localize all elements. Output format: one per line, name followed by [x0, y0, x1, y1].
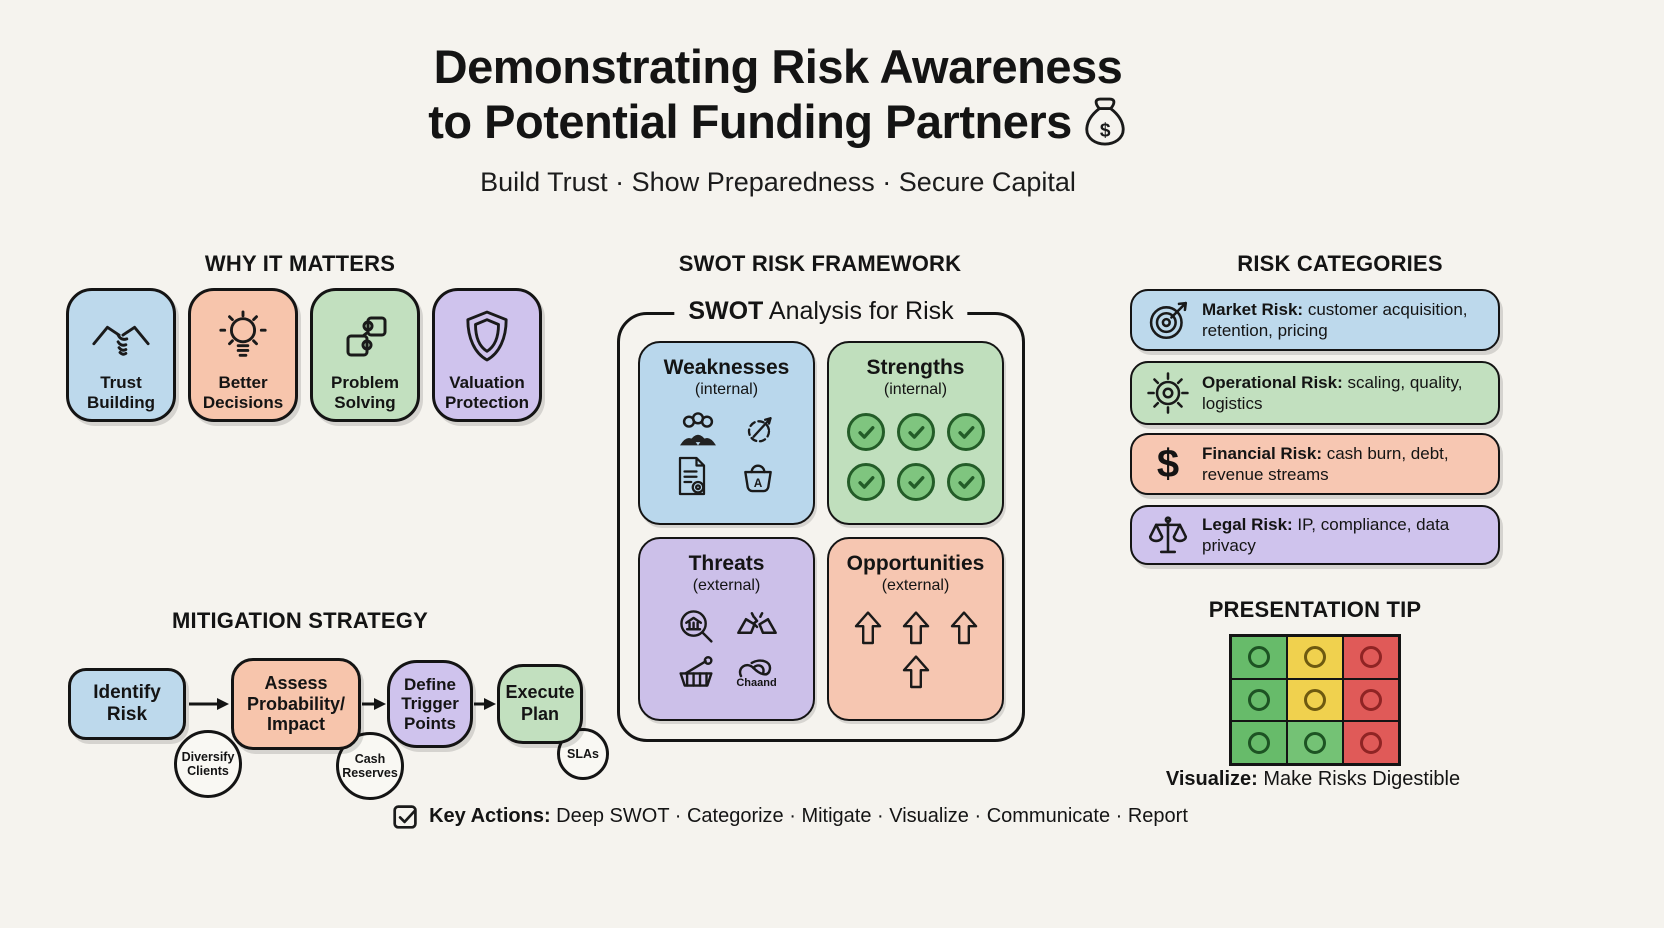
card-label: Better Decisions	[202, 373, 284, 413]
matrix-dot-icon	[1360, 646, 1382, 669]
presentation-tip-heading: PRESENTATION TIP	[1208, 597, 1422, 622]
why-it-matters-cards: Trust Building Better Decisions	[66, 288, 542, 422]
risk-matrix-cell	[1287, 678, 1343, 722]
page-title-line1: Demonstrating Risk Awareness	[433, 40, 1123, 93]
dollar-icon: $	[1156, 442, 1180, 486]
flow-arrow-icon	[362, 698, 386, 710]
strength-check-badges	[829, 413, 1002, 502]
risk-matrix-cell	[1343, 636, 1399, 679]
risk-matrix-cell	[1287, 636, 1343, 679]
check-badge-icon	[946, 413, 985, 452]
risk-matrix-cell	[1231, 636, 1287, 679]
basket-icon	[675, 653, 717, 689]
card-trust-building: Trust Building	[66, 288, 176, 422]
page-subtitle: Build Trust · Show Preparedness · Secure…	[480, 167, 1076, 198]
flow-arrow-icon	[189, 698, 229, 710]
burst-pencil-icon	[739, 409, 779, 449]
swot-quadrant-threats: Threats (external)	[638, 537, 815, 721]
header: Demonstrating Risk Awareness to Potentia…	[0, 40, 1556, 198]
team-icon	[675, 411, 721, 447]
risk-category-operational: Operational Risk: scaling, quality, logi…	[1130, 361, 1500, 425]
bank-magnifier-icon	[675, 605, 717, 647]
mitigation-heading: MITIGATION STRATEGY	[172, 608, 428, 633]
matrix-dot-icon	[1248, 688, 1270, 711]
card-label: Valuation Protection	[444, 373, 530, 413]
threat-icon-label: Chaand	[736, 677, 777, 690]
check-badge-icon	[896, 463, 935, 502]
risk-category-financial: $ Financial Risk: cash burn, debt, reven…	[1130, 433, 1500, 495]
matrix-dot-icon	[1248, 731, 1270, 754]
document-icon	[675, 455, 721, 497]
swot-analysis-box: SWOT Analysis for Risk Weaknesses (inter…	[617, 297, 1025, 742]
matrix-dot-icon	[1360, 731, 1382, 754]
shield-icon	[464, 307, 510, 365]
check-badge-icon	[846, 463, 885, 502]
risk-category-text: Operational Risk: scaling, quality, logi…	[1202, 372, 1463, 413]
card-better-decisions: Better Decisions	[188, 288, 298, 422]
money-bag-icon: $	[1085, 97, 1125, 146]
matrix-dot-icon	[1304, 688, 1326, 711]
swot-quadrant-opportunities: Opportunities (external)	[827, 537, 1004, 721]
checkbox-icon	[393, 805, 417, 829]
card-label: Trust Building	[87, 373, 155, 413]
up-arrow-icon	[902, 611, 929, 645]
target-icon	[1146, 298, 1190, 342]
matrix-caption: Visualize: Make Risks Digestible	[1165, 768, 1461, 790]
check-badge-icon	[846, 413, 885, 452]
matrix-dot-icon	[1360, 688, 1382, 711]
risk-matrix-cell	[1343, 678, 1399, 722]
swot-quadrant-strengths: Strengths (internal)	[827, 341, 1004, 525]
risk-matrix-cell	[1231, 678, 1287, 722]
matrix-dot-icon	[1304, 646, 1326, 669]
matrix-dot-icon	[1248, 646, 1270, 669]
risk-matrix-cell	[1343, 721, 1399, 764]
risk-matrix-cell	[1287, 721, 1343, 764]
handshake-icon	[90, 307, 152, 365]
opportunity-arrows	[829, 609, 1002, 645]
matrix-dot-icon	[1304, 731, 1326, 754]
card-valuation-protection: Valuation Protection	[432, 288, 542, 422]
why-it-matters-heading: WHY IT MATTERS	[204, 251, 396, 276]
up-arrow-icon	[950, 611, 977, 645]
scales-icon	[1146, 514, 1190, 556]
card-label: Problem Solving	[330, 373, 400, 413]
up-arrow-icon	[854, 611, 881, 645]
risk-matrix-cell	[1231, 721, 1287, 764]
risk-category-market: Market Risk: customer acquisition, reten…	[1130, 289, 1500, 351]
risk-category-text: Market Risk: customer acquisition, reten…	[1202, 299, 1468, 340]
check-badge-icon	[896, 413, 935, 452]
up-arrow-icon	[902, 655, 929, 689]
swot-box-title: SWOT Analysis for Risk	[674, 297, 968, 326]
swot-quadrant-weaknesses: Weaknesses (internal)	[638, 341, 815, 525]
gear-icon	[1146, 371, 1190, 415]
broken-handshake-icon	[735, 609, 779, 643]
key-actions-bar: Key Actions: Deep SWOT · Categorize · Mi…	[190, 803, 1390, 830]
puzzle-icon	[339, 307, 391, 365]
flow-arrow-icon	[474, 698, 496, 710]
svg-text:$: $	[1100, 120, 1111, 141]
risk-category-text: Financial Risk: cash burn, debt, revenue…	[1202, 443, 1449, 484]
page-title-line2: to Potential Funding Partners	[428, 94, 1072, 148]
pot-icon: A	[739, 457, 779, 495]
risk-category-legal: Legal Risk: IP, compliance, data privacy	[1130, 505, 1500, 565]
risk-matrix	[1229, 634, 1401, 766]
card-problem-solving: Problem Solving	[310, 288, 420, 422]
risk-categories-heading: RISK CATEGORIES	[1237, 251, 1443, 276]
swot-heading: SWOT RISK FRAMEWORK	[678, 251, 962, 276]
check-badge-icon	[946, 463, 985, 502]
knot-icon: Chaand	[735, 653, 779, 689]
risk-category-text: Legal Risk: IP, compliance, data privacy	[1202, 514, 1450, 555]
key-actions-text: Key Actions: Deep SWOT · Categorize · Mi…	[429, 805, 1188, 827]
svg-text:A: A	[753, 476, 762, 490]
lightbulb-icon	[219, 307, 267, 365]
